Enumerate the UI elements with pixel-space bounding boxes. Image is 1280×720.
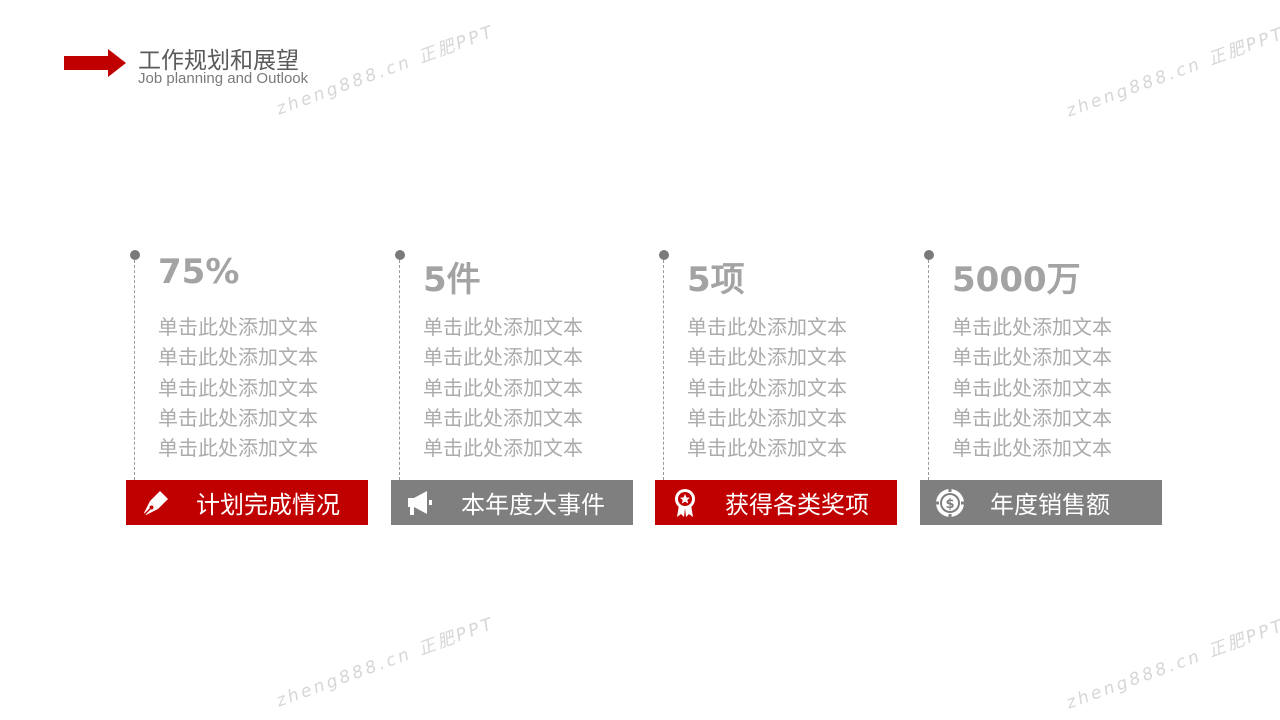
dollar-coin-icon: $: [934, 487, 966, 519]
text-placeholder[interactable]: 单击此处添加文本: [423, 405, 583, 430]
text-placeholder[interactable]: 单击此处添加文本: [952, 315, 1112, 339]
text-placeholder[interactable]: 单击此处添加文本: [423, 345, 583, 370]
text-placeholder[interactable]: 单击此处添加文本: [952, 375, 1112, 400]
text-placeholder[interactable]: 单击此处添加文本: [687, 405, 847, 430]
text-placeholder[interactable]: 单击此处添加文本: [158, 375, 318, 400]
dashed-connector: [663, 260, 664, 480]
right-arrow-icon: [64, 49, 126, 77]
text-placeholder-list: 单击此处添加文本 单击此处添加文本 单击此处添加文本 单击此处添加文本 单击此处…: [423, 312, 583, 463]
text-placeholder-list: 单击此处添加文本 单击此处添加文本 单击此处添加文本 单击此处添加文本 单击此处…: [158, 312, 318, 463]
dashed-connector: [134, 260, 135, 480]
text-placeholder[interactable]: 单击此处添加文本: [423, 315, 583, 339]
text-placeholder[interactable]: 单击此处添加文本: [158, 345, 318, 370]
label-box-events: 本年度大事件: [391, 480, 633, 525]
label-text: 年度销售额: [990, 491, 1110, 519]
text-placeholder-list: 单击此处添加文本 单击此处添加文本 单击此处添加文本 单击此处添加文本 单击此处…: [687, 312, 847, 463]
label-text: 获得各类奖项: [725, 491, 869, 519]
pen-icon: [140, 487, 172, 519]
timeline-dot: [924, 250, 934, 260]
text-placeholder[interactable]: 单击此处添加文本: [952, 436, 1112, 461]
slide-header: 工作规划和展望 Job planning and Outlook: [64, 40, 384, 90]
stat-value: 5项: [687, 260, 745, 300]
timeline-dot: [659, 250, 669, 260]
stat-column-events: 5件 单击此处添加文本 单击此处添加文本 单击此处添加文本 单击此处添加文本 单…: [391, 246, 635, 528]
label-box-awards: 获得各类奖项: [655, 480, 897, 525]
text-placeholder[interactable]: 单击此处添加文本: [687, 375, 847, 400]
text-placeholder[interactable]: 单击此处添加文本: [158, 405, 318, 430]
timeline-dot: [395, 250, 405, 260]
megaphone-icon: [405, 487, 437, 519]
page-title: 工作规划和展望: [138, 48, 299, 74]
text-placeholder[interactable]: 单击此处添加文本: [687, 345, 847, 370]
text-placeholder-list: 单击此处添加文本 单击此处添加文本 单击此处添加文本 单击此处添加文本 单击此处…: [952, 312, 1112, 463]
stat-value: 5件: [423, 260, 481, 300]
text-placeholder[interactable]: 单击此处添加文本: [687, 436, 847, 461]
text-placeholder[interactable]: 单击此处添加文本: [158, 436, 318, 461]
watermark: zheng888.cn 正肥PPT: [1063, 23, 1280, 122]
stat-value: 75%: [158, 252, 240, 292]
text-placeholder[interactable]: 单击此处添加文本: [952, 405, 1112, 430]
dashed-connector: [928, 260, 929, 480]
label-box-plan: 计划完成情况: [126, 480, 368, 525]
label-text: 本年度大事件: [461, 491, 605, 519]
stat-column-plan: 75% 单击此处添加文本 单击此处添加文本 单击此处添加文本 单击此处添加文本 …: [126, 246, 370, 528]
stat-column-awards: 5项 单击此处添加文本 单击此处添加文本 单击此处添加文本 单击此处添加文本 单…: [655, 246, 899, 528]
stat-column-sales: 5000万 单击此处添加文本 单击此处添加文本 单击此处添加文本 单击此处添加文…: [920, 246, 1164, 528]
timeline-dot: [130, 250, 140, 260]
text-placeholder[interactable]: 单击此处添加文本: [423, 375, 583, 400]
text-placeholder[interactable]: 单击此处添加文本: [687, 315, 847, 339]
text-placeholder[interactable]: 单击此处添加文本: [158, 315, 318, 339]
page-subtitle: Job planning and Outlook: [138, 70, 309, 87]
stat-value: 5000万: [952, 260, 1081, 300]
watermark: zheng888.cn 正肥PPT: [273, 613, 498, 712]
label-box-sales: $ 年度销售额: [920, 480, 1162, 525]
dashed-connector: [399, 260, 400, 480]
award-icon: [669, 487, 701, 519]
text-placeholder[interactable]: 单击此处添加文本: [952, 345, 1112, 370]
watermark: zheng888.cn 正肥PPT: [1063, 615, 1280, 714]
label-text: 计划完成情况: [196, 491, 340, 519]
text-placeholder[interactable]: 单击此处添加文本: [423, 436, 583, 461]
svg-text:$: $: [945, 497, 954, 512]
